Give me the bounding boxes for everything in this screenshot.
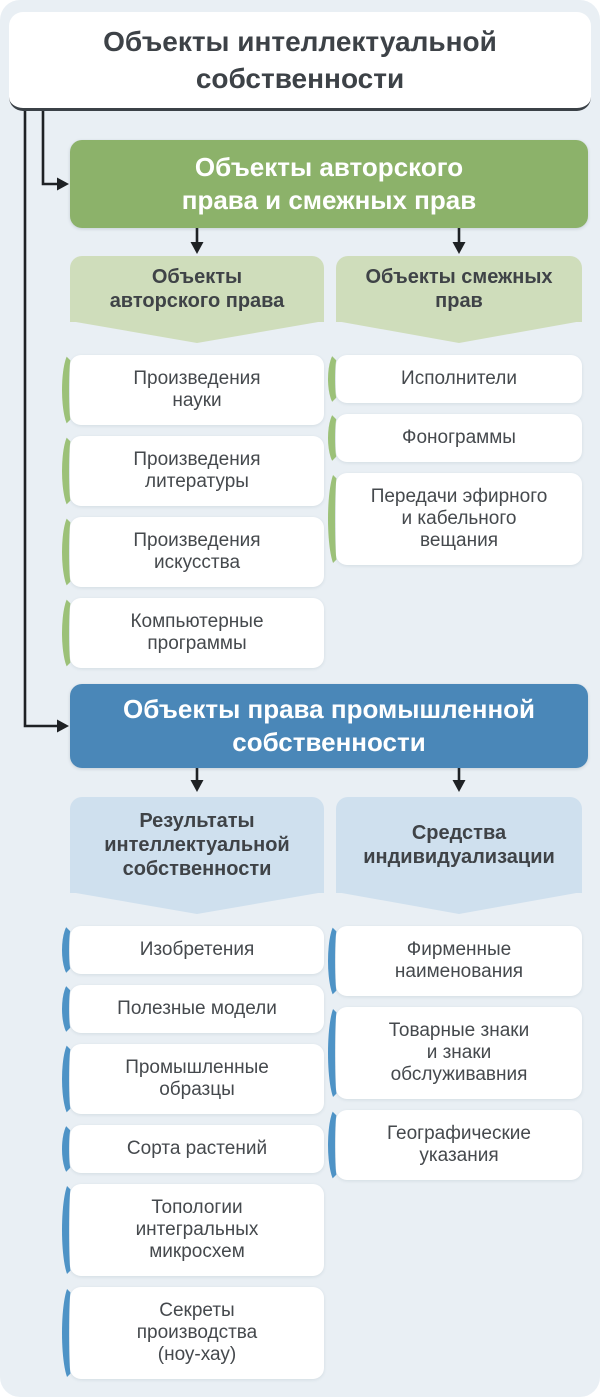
arrowhead-right-icon	[57, 719, 69, 733]
column-related-rights: Объекты смежных прав Исполнители Фоногра…	[328, 256, 582, 568]
item-box: Произведения науки	[62, 352, 324, 428]
item-label: Произведения литературы	[133, 449, 261, 492]
item-box: Исполнители	[328, 352, 582, 406]
item-label: Исполнители	[401, 368, 517, 389]
connector-to-copyright	[41, 111, 57, 186]
section-header-label: Объекты авторского права и смежных прав	[181, 152, 477, 215]
chevron-point	[336, 321, 582, 343]
arrowhead-down-icon	[190, 242, 204, 254]
diagram-title: Объекты интеллектуальной собственности	[103, 26, 497, 94]
chevron-point	[336, 892, 582, 914]
left-bracket-accent	[62, 514, 80, 590]
left-bracket-accent	[62, 982, 80, 1036]
column-header-rect: Средства индивидуализации	[336, 797, 582, 893]
column-header-rect: Объекты авторского права	[70, 256, 324, 322]
industrial-columns: Результаты интеллектуальной собственност…	[62, 797, 582, 1382]
left-bracket-accent	[62, 1041, 80, 1117]
left-bracket-accent	[62, 352, 80, 428]
item-label: Компьютерные программы	[130, 611, 264, 654]
item-label: Произведения науки	[133, 368, 261, 411]
item-box: Изобретения	[62, 923, 324, 977]
item-label: Топологии интегральных микросхем	[135, 1197, 259, 1262]
item-box: Топологии интегральных микросхем	[62, 1181, 324, 1279]
chevron-point	[70, 892, 324, 914]
item-box: Промышленные образцы	[62, 1041, 324, 1117]
section-header-industrial: Объекты права промышленной собственности	[70, 684, 588, 768]
item-label: Географические указания	[387, 1123, 531, 1166]
item-box: Географические указания	[328, 1107, 582, 1183]
item-label: Фирменные наименования	[394, 939, 524, 982]
left-bracket-accent	[328, 1004, 346, 1102]
item-box: Фонограммы	[328, 411, 582, 465]
item-label: Фонограммы	[402, 427, 516, 448]
item-box: Сорта растений	[62, 1122, 324, 1176]
column-intellectual-results: Результаты интеллектуальной собственност…	[62, 797, 324, 1382]
left-bracket-accent	[62, 1181, 80, 1279]
left-bracket-accent	[328, 470, 346, 568]
item-label: Передачи эфирного и кабельного вещания	[370, 486, 548, 551]
column-header-copyright-objects: Объекты авторского права	[70, 256, 324, 343]
arrowhead-down-icon	[452, 242, 466, 254]
item-box: Полезные модели	[62, 982, 324, 1036]
item-box: Компьютерные программы	[62, 595, 324, 671]
item-box: Фирменные наименования	[328, 923, 582, 999]
item-label: Товарные знаки и знаки обслуживавния	[388, 1020, 530, 1085]
column-header-rect: Результаты интеллектуальной собственност…	[70, 797, 324, 893]
left-bracket-accent	[62, 923, 80, 977]
column-individualization-means: Средства индивидуализации Фирменные наим…	[328, 797, 582, 1183]
column-header-related-rights: Объекты смежных прав	[336, 256, 582, 343]
column-header-label: Результаты интеллектуальной собственност…	[104, 810, 290, 880]
left-bracket-accent	[328, 923, 346, 999]
copyright-columns: Объекты авторского права Произведения на…	[62, 256, 582, 671]
diagram-title-box: Объекты интеллектуальной собственности	[9, 12, 591, 111]
item-label: Сорта растений	[126, 1138, 268, 1159]
item-box: Произведения искусства	[62, 514, 324, 590]
chevron-point	[70, 321, 324, 343]
connector-to-industrial	[23, 111, 57, 728]
item-label: Секреты производства (ноу-хау)	[136, 1300, 258, 1365]
section-header-copyright: Объекты авторского права и смежных прав	[70, 140, 588, 228]
left-bracket-accent	[328, 411, 346, 465]
column-header-individualization-means: Средства индивидуализации	[336, 797, 582, 914]
item-box: Передачи эфирного и кабельного вещания	[328, 470, 582, 568]
arrowhead-down-icon	[452, 780, 466, 792]
section-header-label: Объекты права промышленной собственности	[122, 694, 536, 757]
item-box: Товарные знаки и знаки обслуживавния	[328, 1004, 582, 1102]
left-bracket-accent	[62, 433, 80, 509]
item-label: Полезные модели	[117, 998, 277, 1019]
column-header-label: Средства индивидуализации	[363, 822, 555, 868]
column-header-label: Объекты авторского права	[109, 266, 285, 312]
left-bracket-accent	[62, 595, 80, 671]
column-copyright-objects: Объекты авторского права Произведения на…	[62, 256, 324, 671]
left-bracket-accent	[62, 1284, 80, 1382]
item-box: Секреты производства (ноу-хау)	[62, 1284, 324, 1382]
item-label: Произведения искусства	[133, 530, 261, 573]
left-bracket-accent	[328, 1107, 346, 1183]
column-header-rect: Объекты смежных прав	[336, 256, 582, 322]
arrowhead-right-icon	[57, 177, 69, 191]
item-box: Произведения литературы	[62, 433, 324, 509]
column-header-label: Объекты смежных прав	[365, 266, 553, 312]
left-bracket-accent	[62, 1122, 80, 1176]
left-bracket-accent	[328, 352, 346, 406]
column-header-intellectual-results: Результаты интеллектуальной собственност…	[70, 797, 324, 914]
item-label: Изобретения	[139, 939, 255, 960]
item-label: Промышленные образцы	[125, 1057, 269, 1100]
arrowhead-down-icon	[190, 780, 204, 792]
